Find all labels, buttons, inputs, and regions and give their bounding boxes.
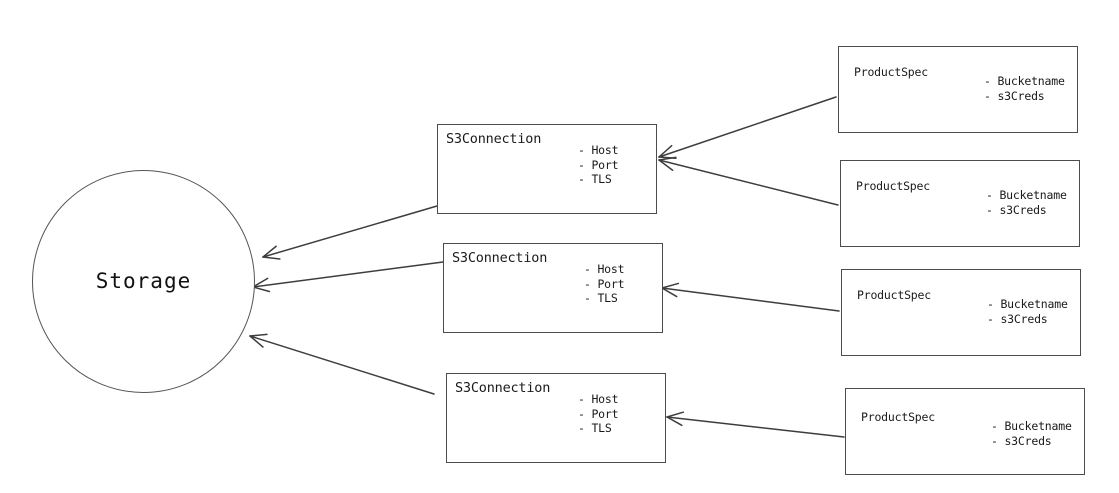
- productspec-field-s3creds-1: - s3Creds: [984, 88, 1045, 103]
- productspec-title-3: ProductSpec: [857, 288, 931, 302]
- productspec-box-1[interactable]: [838, 46, 1078, 133]
- productspec-box-3[interactable]: [841, 269, 1081, 356]
- productspec-fields-3: - Bucketname - s3Creds: [987, 297, 1068, 326]
- s3connection-field-host-1: - Host: [578, 143, 619, 157]
- s3connection-field-port-1: - Port: [578, 157, 619, 172]
- storage-label: Storage: [95, 269, 192, 293]
- s3connection-title-2: S3Connection: [452, 250, 548, 266]
- arrow-s3connection-3-to-storage: [249, 333, 435, 395]
- s3connection-box-3[interactable]: [446, 373, 666, 463]
- productspec-field-s3creds-2: - s3Creds: [986, 202, 1047, 217]
- arrow-s3connection-1-to-storage: [262, 205, 438, 260]
- arrow-productspec-1-to-s3connection-1: [658, 96, 837, 159]
- arrow-s3connection-2-to-storage: [252, 261, 444, 293]
- productspec-fields-4: - Bucketname - s3Creds: [991, 419, 1072, 448]
- storage-circle[interactable]: [32, 170, 255, 393]
- productspec-box-2[interactable]: [840, 160, 1080, 247]
- s3connection-field-host-3: - Host: [578, 392, 619, 406]
- productspec-field-s3creds-3: - s3Creds: [987, 311, 1048, 326]
- productspec-box-4[interactable]: [845, 388, 1085, 475]
- productspec-title-4: ProductSpec: [861, 410, 935, 424]
- productspec-fields-1: - Bucketname - s3Creds: [984, 74, 1065, 103]
- s3connection-field-port-2: - Port: [584, 276, 625, 291]
- s3connection-field-port-3: - Port: [578, 406, 619, 421]
- productspec-field-bucketname-3: - Bucketname: [987, 297, 1068, 311]
- arrow-productspec-3-to-s3connection-2: [661, 282, 840, 312]
- productspec-title-2: ProductSpec: [856, 179, 930, 193]
- productspec-fields-2: - Bucketname - s3Creds: [986, 188, 1067, 217]
- s3connection-field-tls-2: - TLS: [584, 291, 618, 305]
- s3connection-field-host-2: - Host: [584, 262, 625, 276]
- s3connection-box-1[interactable]: [437, 124, 657, 214]
- s3connection-field-tls-1: - TLS: [578, 172, 612, 186]
- s3connection-title-1: S3Connection: [446, 131, 542, 147]
- arrow-productspec-4-to-s3connection-3: [666, 411, 845, 438]
- productspec-field-s3creds-4: - s3Creds: [991, 433, 1052, 448]
- arrow-productspec-2-to-s3connection-1: [658, 156, 839, 206]
- s3connection-fields-2: - Host - Port - TLS: [584, 262, 625, 306]
- productspec-field-bucketname-1: - Bucketname: [984, 74, 1065, 88]
- productspec-field-bucketname-2: - Bucketname: [986, 188, 1067, 202]
- s3connection-fields-3: - Host - Port - TLS: [578, 392, 619, 436]
- productspec-title-1: ProductSpec: [854, 65, 928, 79]
- productspec-field-bucketname-4: - Bucketname: [991, 419, 1072, 433]
- s3connection-title-3: S3Connection: [455, 380, 551, 396]
- s3connection-field-tls-3: - TLS: [578, 421, 612, 435]
- s3connection-fields-1: - Host - Port - TLS: [578, 143, 619, 187]
- s3connection-box-2[interactable]: [443, 243, 663, 333]
